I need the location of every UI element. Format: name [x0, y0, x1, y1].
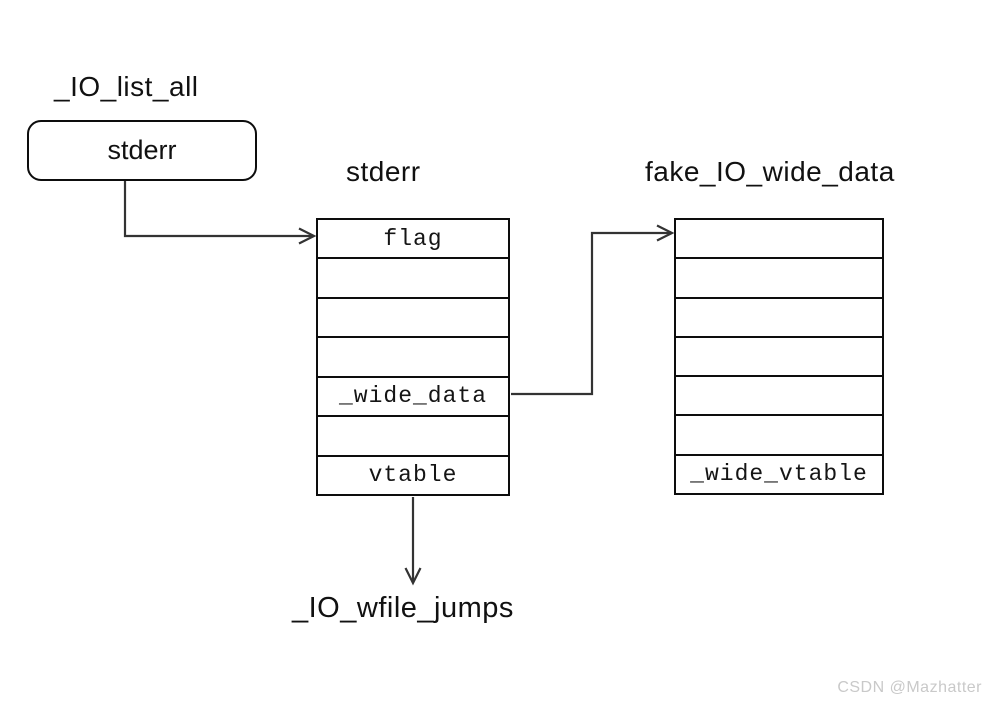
io-wfile-jumps-label: _IO_wfile_jumps	[292, 592, 514, 624]
stderr-row-3	[318, 296, 508, 336]
stderr-row-wide-data: _wide_data	[318, 375, 508, 415]
fake-row-6	[676, 414, 882, 453]
vtable-pointer-arrow	[404, 497, 422, 586]
io-list-all-to-stderr-arrow	[123, 181, 317, 245]
stderr-row-2	[318, 257, 508, 296]
fake-row-3	[676, 296, 882, 336]
stderr-row-flag: flag	[383, 225, 443, 252]
stderr-pointer-box: stderr	[27, 120, 257, 181]
stderr-pointer-label: stderr	[107, 135, 177, 165]
stderr-table-title: stderr	[346, 156, 421, 187]
fake-io-wide-data-title: fake_IO_wide_data	[645, 156, 895, 187]
stderr-row-4	[318, 336, 508, 375]
fake-row-5	[676, 375, 882, 414]
stderr-row-6	[318, 415, 508, 454]
stderr-row-vtable: vtable	[318, 454, 508, 494]
fake-io-wide-data-table: _wide_vtable	[674, 218, 884, 495]
fake-row-1	[676, 220, 882, 257]
fake-row-wide-vtable: _wide_vtable	[676, 453, 882, 493]
stderr-struct-table: flag _wide_data vtable	[316, 218, 510, 496]
fake-row-4	[676, 335, 882, 375]
csdn-watermark: CSDN @Mazhatter	[837, 679, 982, 696]
fake-row-2	[676, 257, 882, 296]
wide-data-pointer-arrow	[511, 224, 675, 396]
io-list-all-label: _IO_list_all	[54, 71, 199, 102]
